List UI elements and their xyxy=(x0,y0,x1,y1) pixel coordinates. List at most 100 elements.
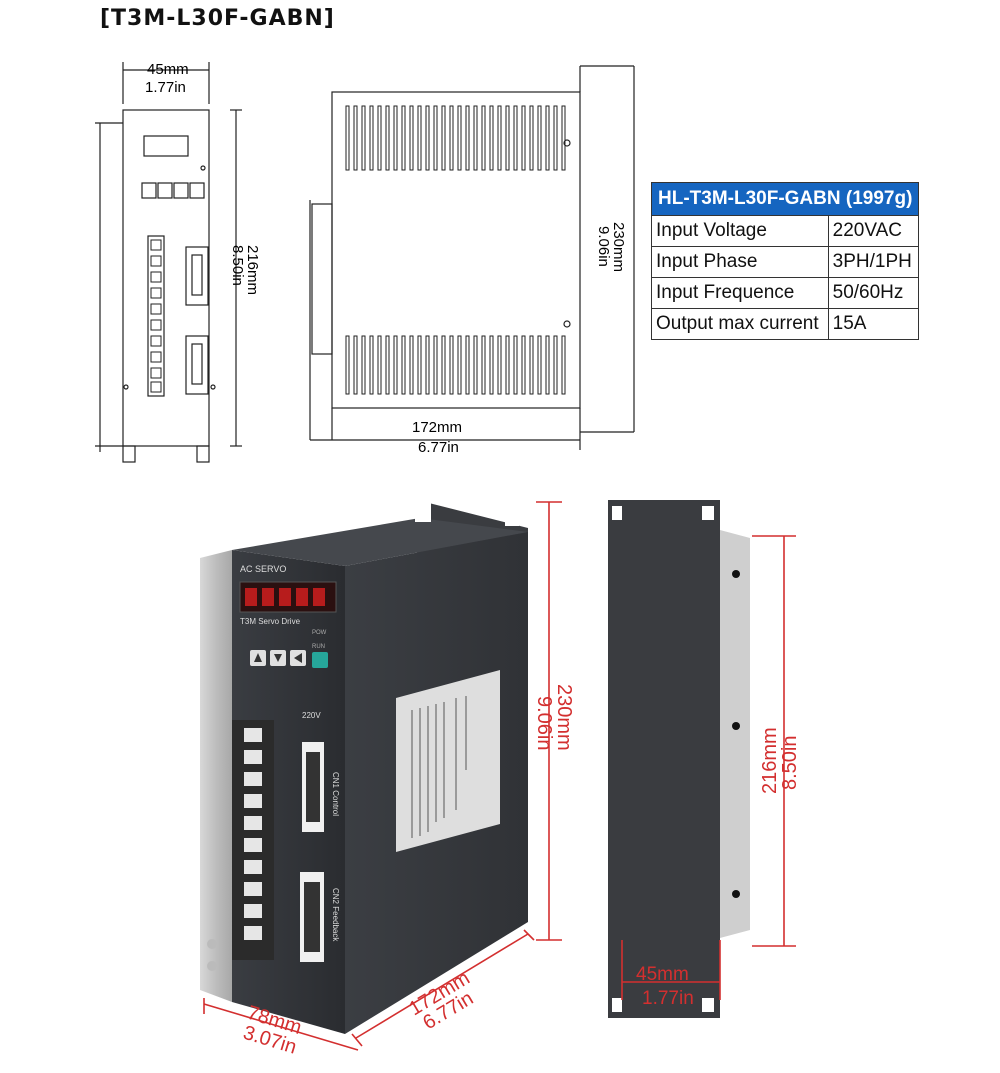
front-view xyxy=(95,62,242,463)
tab-slot xyxy=(505,506,519,526)
vent-slot xyxy=(433,335,438,395)
page-title: [T3M-L30F-GABN] xyxy=(100,6,335,31)
back-width-in: 1.77in xyxy=(642,988,694,1009)
vent-slot xyxy=(481,105,486,171)
front-height-in: 8.50in xyxy=(229,245,246,286)
spec-row: Input Frequence 50/60Hz xyxy=(651,277,920,309)
vent-slot xyxy=(553,105,558,171)
side-depth-mm: 172mm xyxy=(412,419,462,436)
vent-slot xyxy=(489,335,494,395)
back-width-mm: 45mm xyxy=(636,964,689,985)
sticker-lines xyxy=(411,696,467,838)
vent-slot xyxy=(521,335,526,395)
terminal-screw xyxy=(244,816,262,830)
dimension-lines xyxy=(203,501,796,1051)
vent-slot xyxy=(505,335,510,395)
terminal-screw xyxy=(244,772,262,786)
spec-row: Output max current 15A xyxy=(651,308,920,340)
spec-label: Output max current xyxy=(651,308,829,340)
side-height-mm: 230mm xyxy=(610,222,627,272)
front-height-mm: 216mm xyxy=(244,245,261,295)
enter-button[interactable] xyxy=(312,652,328,668)
vent-slot xyxy=(537,335,542,395)
tab-slot xyxy=(415,498,431,522)
vent-slot xyxy=(441,335,446,395)
vent-slot xyxy=(361,335,366,395)
vent-slot xyxy=(465,335,470,395)
pow-label: POW xyxy=(312,630,327,636)
spec-header: HL-T3M-L30F-GABN (1997g) xyxy=(650,182,920,216)
terminal-screw xyxy=(244,904,262,918)
vent-slot xyxy=(409,335,414,395)
top-face xyxy=(232,518,528,566)
spec-value: 220VAC xyxy=(827,215,920,247)
terminal-screw xyxy=(244,882,262,896)
vent-slot xyxy=(457,105,462,171)
spec-table: HL-T3M-L30F-GABN (1997g) Input Voltage 2… xyxy=(650,182,920,340)
model-label: T3M Servo Drive xyxy=(240,617,301,626)
vent-slot xyxy=(497,335,502,395)
spec-row: Input Phase 3PH/1PH xyxy=(651,246,920,278)
product-illustration: AC SERVO T3M Servo Drive POW RUN 220V CN… xyxy=(200,498,801,1059)
terminal-screw xyxy=(244,750,262,764)
spec-value: 50/60Hz xyxy=(827,277,920,309)
vent-slot xyxy=(473,105,478,171)
front-width-mm: 45mm xyxy=(147,61,189,78)
vent-slot xyxy=(393,105,398,171)
side-vents-bottom xyxy=(345,335,566,395)
ground-screw xyxy=(207,961,217,971)
vent-slot xyxy=(561,335,566,395)
vent-slot xyxy=(409,105,414,171)
photo-height-mm: 230mm xyxy=(553,684,575,751)
back-height-in: 8.50in xyxy=(779,736,801,791)
spec-label: Input Phase xyxy=(651,246,829,278)
terminal-screw xyxy=(244,838,262,852)
terminal-screw xyxy=(244,860,262,874)
side-vents-top xyxy=(345,105,566,171)
terminal-screw xyxy=(244,926,262,940)
spec-label: Input Frequence xyxy=(651,277,829,309)
back-height-mm: 216mm xyxy=(759,727,781,794)
side-view xyxy=(309,65,635,450)
spec-value: 15A xyxy=(827,308,920,340)
vent-slot xyxy=(473,335,478,395)
vent-slot xyxy=(513,335,518,395)
photo-height-in: 9.06in xyxy=(533,696,555,751)
vent-slot xyxy=(401,335,406,395)
spec-value: 3PH/1PH xyxy=(827,246,920,278)
terminal-screws xyxy=(244,728,262,940)
vent-slot xyxy=(521,105,526,171)
spec-model: HL-T3M-L30F-GABN xyxy=(658,188,841,209)
vent-slot xyxy=(401,105,406,171)
vent-slot xyxy=(425,335,430,395)
spec-weight: (1997g) xyxy=(845,188,913,209)
vent-slot xyxy=(497,105,502,171)
vent-slot xyxy=(513,105,518,171)
vent-slot xyxy=(457,335,462,395)
spec-row: Input Voltage 220VAC xyxy=(651,215,920,247)
vent-slot xyxy=(529,105,534,171)
vent-slot xyxy=(385,335,390,395)
vent-slot xyxy=(417,105,422,171)
vent-slot xyxy=(417,335,422,395)
down-arrow-icon xyxy=(274,654,282,662)
vent-slot xyxy=(345,335,350,395)
vent-slot xyxy=(449,335,454,395)
vent-slot xyxy=(425,105,430,171)
side-depth-in: 6.77in xyxy=(418,439,459,456)
side-height-in: 9.06in xyxy=(595,226,612,267)
vent-slot xyxy=(489,105,494,171)
front-terminal-block xyxy=(150,239,162,393)
spec-header-row: HL-T3M-L30F-GABN (1997g) xyxy=(650,182,920,216)
vent-slot xyxy=(537,105,542,171)
vent-slot xyxy=(393,335,398,395)
heatsink-side xyxy=(200,550,232,1002)
vent-slot xyxy=(377,105,382,171)
left-arrow-icon xyxy=(294,653,302,663)
vent-slot xyxy=(553,335,558,395)
vent-slot xyxy=(449,105,454,171)
spec-label: Input Voltage xyxy=(651,215,829,247)
vent-slot xyxy=(529,335,534,395)
vent-slot xyxy=(369,335,374,395)
technical-drawing: 45mm 1.77in 216mm 8.50in 230mm 9.06in 17… xyxy=(95,61,635,463)
